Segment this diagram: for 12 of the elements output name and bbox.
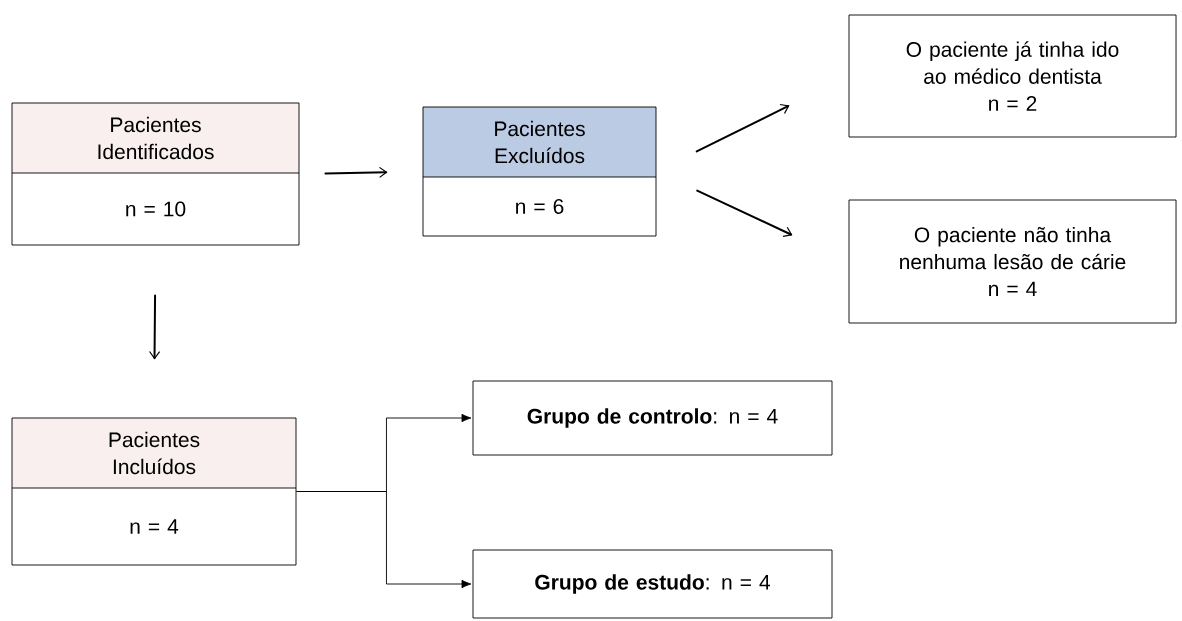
process-box: Grupo de controlo: n = 4 [472,380,833,456]
arrow [696,189,793,237]
arrow [324,166,388,178]
arrow [149,294,161,360]
process-box: O paciente não tinha nenhuma lesão de cárie n = 4 [848,199,1177,324]
arrow [695,103,790,153]
process-box: Pacientes Excluídos n = 6 [422,106,657,237]
process-box: Pacientes Incluídos n = 4 [11,417,297,566]
process-box: Grupo de estudo: n = 4 [472,549,833,619]
arrow [296,491,472,589]
process-box: Pacientes Identificados n = 10 [11,102,300,246]
process-box: O paciente já tinha ido ao médico dentista n = 2 [848,14,1177,138]
